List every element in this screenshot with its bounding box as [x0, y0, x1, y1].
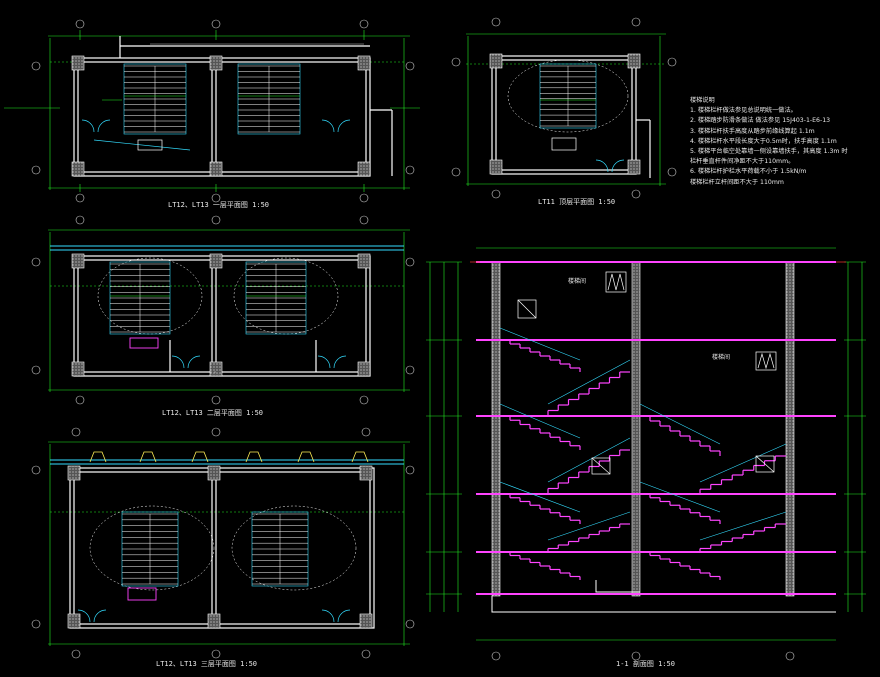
plan-top-floor — [451, 17, 677, 199]
parapet — [89, 451, 107, 463]
section-tag-2: 楼梯间 — [712, 354, 731, 361]
stair-railing — [547, 437, 631, 483]
stair-railing — [547, 359, 631, 405]
title-plan-2nd-floor: LT12、LT13 二层平面图 1:50 — [162, 409, 264, 417]
note-item: 6. 楼梯栏杆护栏水平荷载不小于 1.5kN/m — [690, 168, 807, 176]
stair-railing — [699, 443, 787, 483]
stair-railing — [547, 511, 631, 541]
parapet — [191, 451, 209, 463]
title-plan-top-floor: LT11 顶层平面图 1:50 — [538, 198, 616, 206]
parapet — [351, 451, 369, 463]
parapet — [245, 451, 263, 463]
plan-1st-floor — [4, 19, 420, 203]
note-item: 2. 楼梯踏步防滑条做法 做法参见 15J403-1-E6-13 — [690, 117, 831, 125]
stair-railing — [499, 481, 581, 513]
plan-3rd-floor — [31, 427, 415, 659]
stair-railing — [639, 481, 721, 513]
parapet — [297, 451, 315, 463]
title-section: 1-1 剖面图 1:50 — [616, 660, 675, 668]
note-item: 1. 楼梯栏杆做法参见总说明统一做法。 — [690, 107, 797, 115]
stair-railing — [699, 511, 787, 541]
note-item: 栏杆垂直杆件间净距不大于110mm。 — [690, 158, 795, 166]
note-item: 3. 楼梯栏杆扶手高度从踏步前缘线算起 1.1m — [690, 127, 815, 135]
note-item: 4. 楼梯栏杆水平段长度大于0.5m时，扶手高度 1.1m — [690, 137, 837, 145]
stair-railing — [499, 327, 581, 361]
stair-notes: 楼梯说明 1. 楼梯栏杆做法参见总说明统一做法。 2. 楼梯踏步防滑条做法 做法… — [690, 96, 848, 188]
title-plan-3rd-floor: LT12、LT13 三层平面图 1:50 — [156, 660, 258, 668]
note-item: 5. 楼梯平台临空处靠墙一侧设靠墙扶手，其高度 1.3m 时 — [690, 148, 848, 156]
stair-railing — [639, 403, 721, 445]
note-item: 楼梯栏杆立杆间距不大于 110mm — [690, 178, 784, 186]
parapet — [139, 451, 157, 463]
notes-heading: 楼梯说明 — [690, 97, 715, 104]
section-1-1 — [426, 247, 866, 661]
plan-2nd-floor — [31, 215, 415, 405]
stair-railing — [499, 403, 581, 439]
title-plan-1st-floor: LT12、LT13 一层平面图 1:50 — [168, 201, 270, 209]
section-tag-1: 楼梯间 — [568, 278, 587, 285]
